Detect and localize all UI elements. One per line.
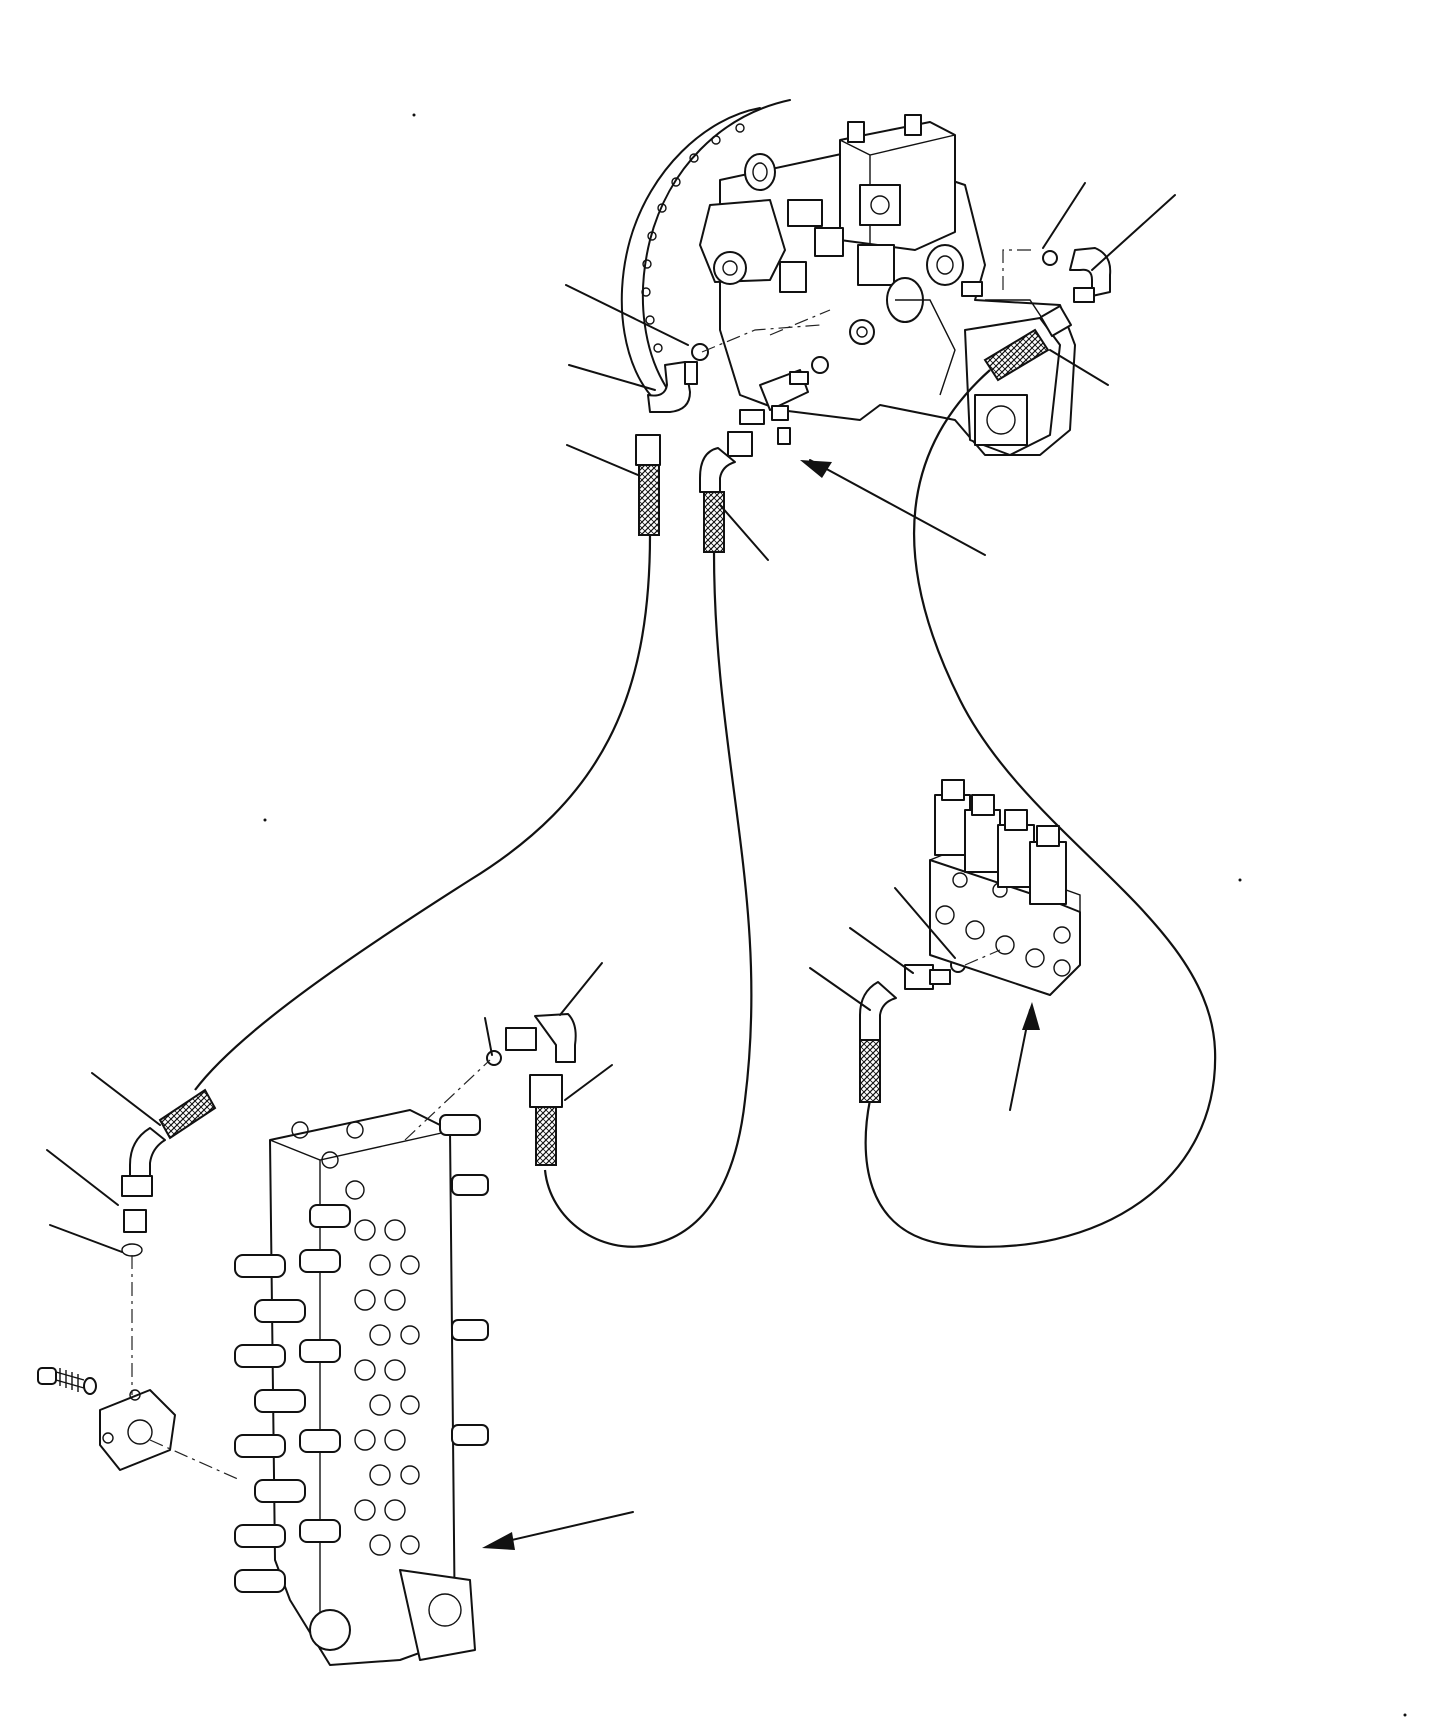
pump-outlet-fittings bbox=[647, 343, 829, 445]
control-valve bbox=[234, 1109, 489, 1666]
hose-assembly-3 bbox=[859, 304, 1217, 1248]
arrowheads bbox=[482, 460, 1040, 1550]
pump-top-elbow-fitting bbox=[1042, 247, 1112, 303]
solenoid-valve-block bbox=[929, 779, 1081, 996]
hose-assembly-1 bbox=[121, 434, 661, 1257]
scan-specks bbox=[263, 113, 1407, 1717]
centerlines bbox=[131, 309, 1001, 1481]
valve-inlet-flange bbox=[37, 1367, 176, 1471]
hydraulic-pump bbox=[620, 99, 1076, 456]
hose-assembly-2 bbox=[486, 431, 753, 1248]
